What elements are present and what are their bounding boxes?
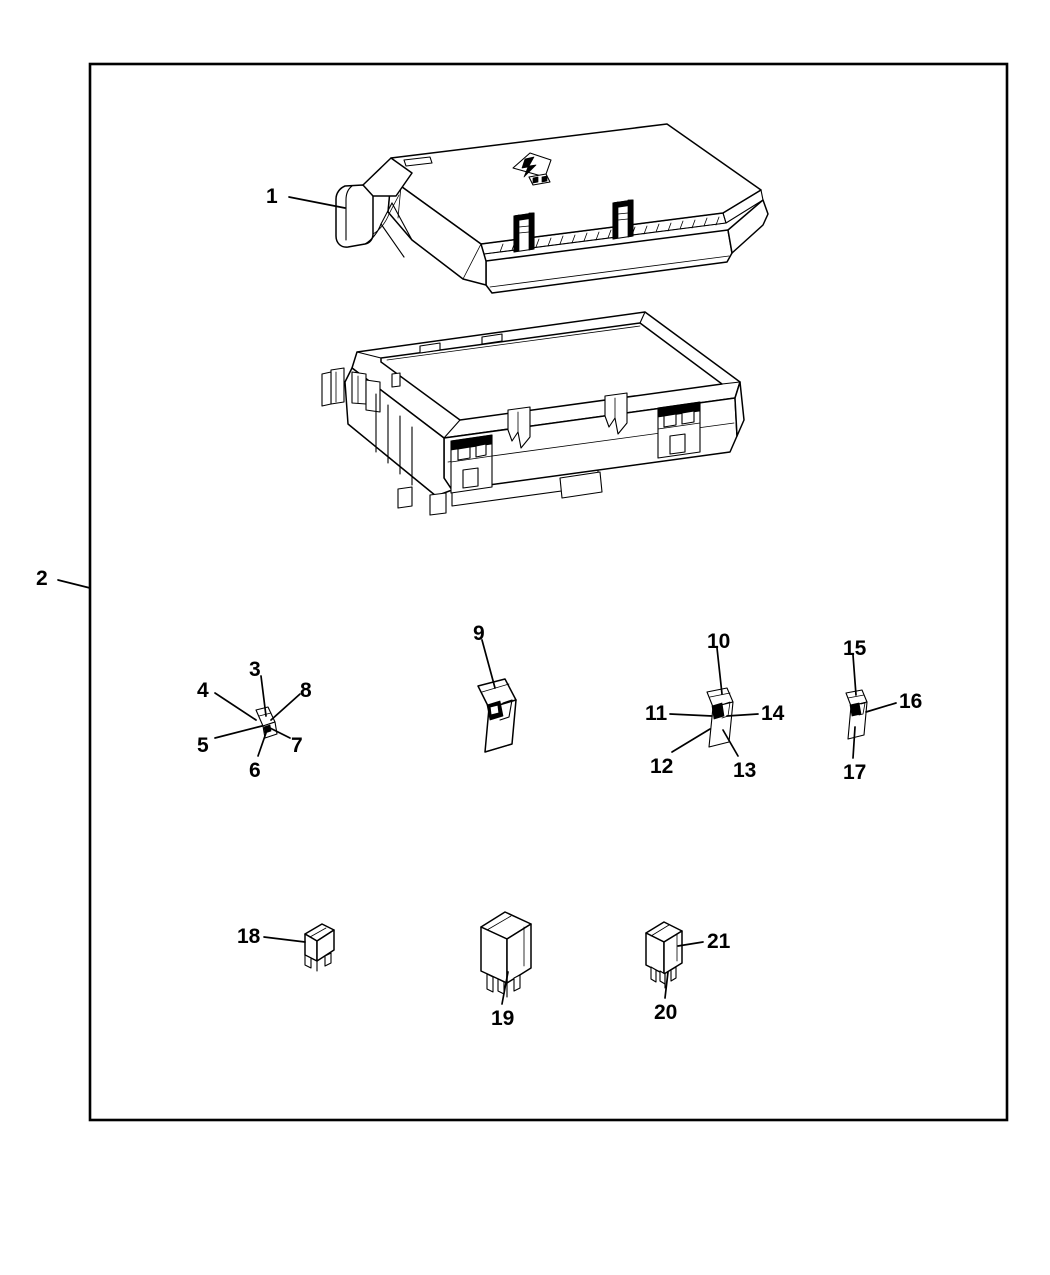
leader-line-7 (267, 726, 291, 739)
leader-line-14 (726, 713, 759, 717)
leader-line-3 (260, 675, 267, 717)
callout-number-6[interactable]: 6 (249, 759, 261, 782)
leader-line-18 (263, 936, 306, 943)
leader-line-13 (722, 729, 739, 757)
part-micro-fuse (845, 689, 868, 740)
leader-line-6 (257, 732, 267, 757)
callout-number-13[interactable]: 13 (733, 759, 757, 782)
leader-line-12 (671, 728, 711, 753)
cover-latch-right (612, 199, 634, 240)
callout-number-3[interactable]: 3 (249, 658, 261, 681)
callout-number-4[interactable]: 4 (197, 679, 209, 702)
callout-number-14[interactable]: 14 (761, 702, 785, 725)
callout-leader-lines (57, 196, 897, 1005)
leader-line-21 (677, 941, 704, 947)
callout-number-1[interactable]: 1 (266, 185, 278, 208)
warning-symbol-icon (512, 152, 552, 186)
callout-number-15[interactable]: 15 (843, 637, 867, 660)
callout-number-9[interactable]: 9 (473, 622, 485, 645)
leader-line-5 (214, 725, 263, 739)
diagram-frame (88, 62, 1009, 1122)
leader-line-16 (865, 702, 897, 713)
callout-number-18[interactable]: 18 (237, 925, 261, 948)
part-fuse-box-cover (335, 123, 769, 294)
housing-left-ribs (375, 393, 413, 486)
part-relay-small (645, 921, 683, 989)
callout-number-10[interactable]: 10 (707, 630, 731, 653)
callout-number-19[interactable]: 19 (491, 1007, 515, 1030)
leader-line-8 (270, 693, 301, 721)
leader-line-9 (481, 639, 496, 689)
part-cartridge-fuse-cluster (706, 687, 734, 748)
leader-line-15 (852, 654, 857, 696)
callout-number-8[interactable]: 8 (300, 679, 312, 702)
callout-number-7[interactable]: 7 (291, 734, 303, 757)
leader-line-10 (716, 647, 723, 695)
cover-latch-left (513, 212, 535, 253)
housing-connector-left (450, 434, 493, 494)
callout-number-12[interactable]: 12 (650, 755, 674, 778)
callout-number-16[interactable]: 16 (899, 690, 923, 713)
callout-number-20[interactable]: 20 (654, 1001, 678, 1024)
callout-number-11[interactable]: 11 (645, 702, 668, 725)
part-power-distribution-center-housing (321, 311, 745, 516)
leader-line-20 (664, 971, 669, 999)
leader-line-4 (214, 692, 257, 721)
callout-number-5[interactable]: 5 (197, 734, 209, 757)
part-relay-large (480, 911, 532, 998)
leader-line-1 (288, 196, 346, 209)
leader-line-19 (501, 971, 509, 1005)
leader-line-11 (669, 713, 713, 717)
part-cartridge-fuse-9 (477, 678, 517, 753)
leader-line-2 (57, 579, 91, 589)
callout-number-17[interactable]: 17 (843, 761, 867, 784)
callout-number-21[interactable]: 21 (707, 930, 731, 953)
housing-left-bracket (321, 367, 381, 413)
part-circuit-breaker (304, 923, 335, 972)
housing-connector-right (657, 401, 701, 459)
leader-line-17 (852, 726, 856, 759)
callout-number-2[interactable]: 2 (36, 567, 48, 590)
